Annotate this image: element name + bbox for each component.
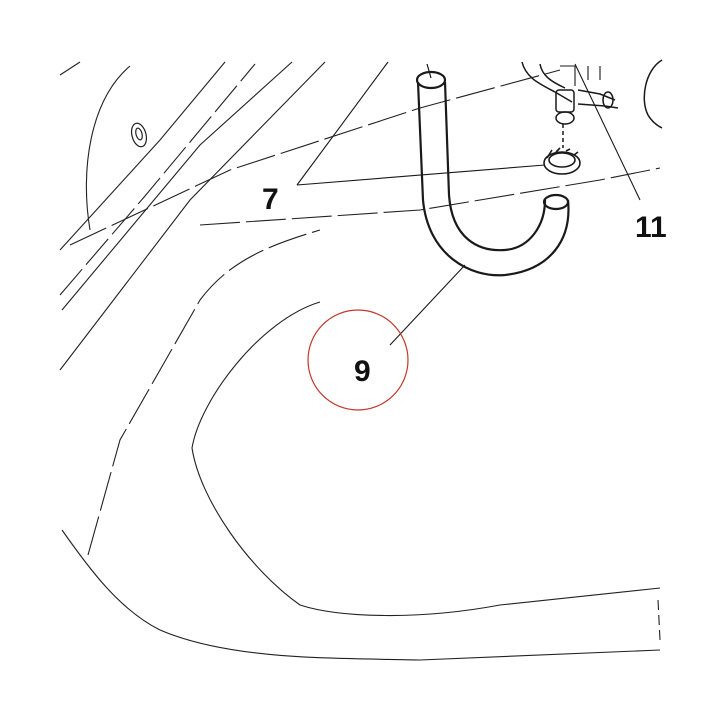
mounting-boss — [130, 122, 148, 148]
panel-dash-top — [69, 69, 561, 246]
panel-line-3 — [61, 61, 293, 311]
hose-top-end — [415, 70, 447, 90]
panel-inner-curve — [191, 301, 661, 617]
callout-9: 9 — [354, 355, 371, 388]
leader-7-to-hose — [296, 61, 389, 186]
panel-right-dash — [657, 599, 661, 641]
panel-line-4 — [59, 61, 226, 251]
fitting-connector — [602, 91, 614, 109]
hose-lower-end — [542, 193, 570, 211]
leader-11-to-fitting — [574, 63, 641, 201]
clamp-ring-outer — [543, 151, 581, 175]
tank-edge-right — [643, 59, 663, 129]
panel-curve-left — [85, 65, 131, 231]
hose-outer-edge — [416, 81, 570, 277]
leader-7-to-clamp — [296, 164, 546, 186]
panel-dash-mid — [199, 167, 661, 226]
callout-7: 7 — [262, 183, 279, 216]
highlight-ring — [307, 309, 409, 411]
hose-clamp — [543, 147, 581, 175]
mounting-boss-inner — [135, 127, 143, 141]
valve-fitting — [521, 59, 663, 148]
fitting-detail — [560, 65, 601, 86]
clamp-teeth — [546, 147, 579, 159]
fitting-bracket-inner — [539, 63, 566, 89]
hose-part — [415, 63, 570, 277]
mounting-boss-outer — [130, 122, 148, 148]
callout-11: 11 — [635, 211, 667, 244]
clamp-ring-inner — [548, 152, 576, 168]
leader-lines — [296, 61, 641, 346]
fitting-nozzle — [555, 111, 575, 125]
hose-inner-edge — [443, 81, 547, 252]
hose-stub — [426, 63, 432, 79]
body-panel-outlines — [59, 61, 661, 661]
panel-line-2 — [59, 61, 326, 371]
panel-dash-left — [87, 229, 321, 556]
leader-9-to-hose — [389, 264, 466, 346]
fitting-bracket — [521, 61, 573, 103]
panel-edge-top-left — [59, 61, 81, 76]
panel-bottom-edge — [61, 529, 661, 661]
fitting-pipe-top — [577, 89, 616, 101]
panel-dash-1 — [59, 63, 256, 296]
